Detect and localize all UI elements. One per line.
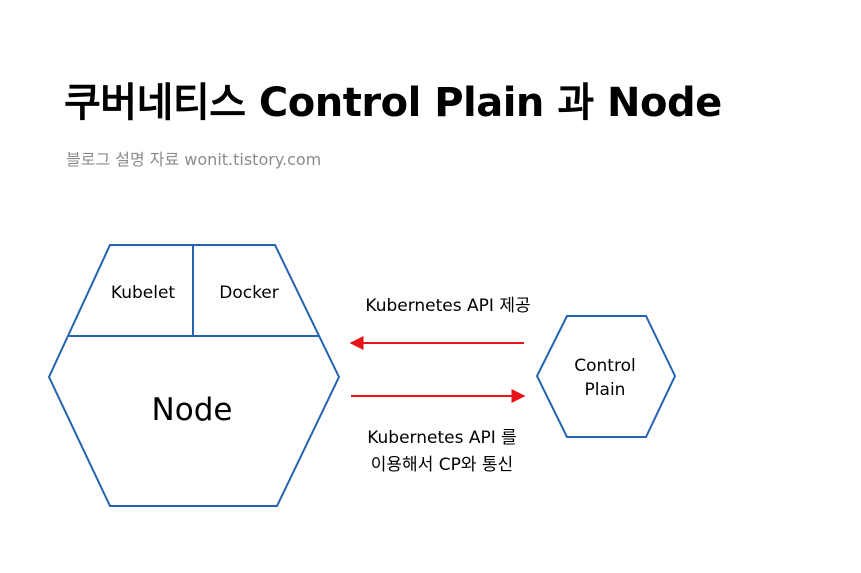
kubelet-label: Kubelet	[111, 283, 176, 303]
control-plane-hexagon	[535, 315, 677, 438]
arrow-to-control-plane-group: Kubernetes API 를 이용해서 CP와 통신	[351, 389, 526, 475]
page-subtitle: 블로그 설명 자료 wonit.tistory.com	[66, 150, 322, 169]
node-label: Node	[152, 392, 233, 428]
arrow-to-node-label: Kubernetes API 제공	[365, 296, 530, 316]
arrow-to-control-plane-label-line1: Kubernetes API 를	[367, 428, 517, 448]
arrow-to-control-plane-label-line2: 이용해서 CP와 통신	[371, 455, 513, 475]
control-plane-group: Control Plain	[535, 315, 677, 438]
node-group: Kubelet Docker Node	[47, 244, 341, 507]
node-hexagon	[47, 244, 341, 507]
control-plane-label-line1: Control	[574, 356, 635, 376]
page-title: 쿠버네티스 Control Plain 과 Node	[64, 80, 722, 126]
control-plane-label-line2: Plain	[585, 380, 626, 400]
docker-label: Docker	[219, 283, 279, 303]
arrow-to-node-group: Kubernetes API 제공	[349, 296, 531, 350]
